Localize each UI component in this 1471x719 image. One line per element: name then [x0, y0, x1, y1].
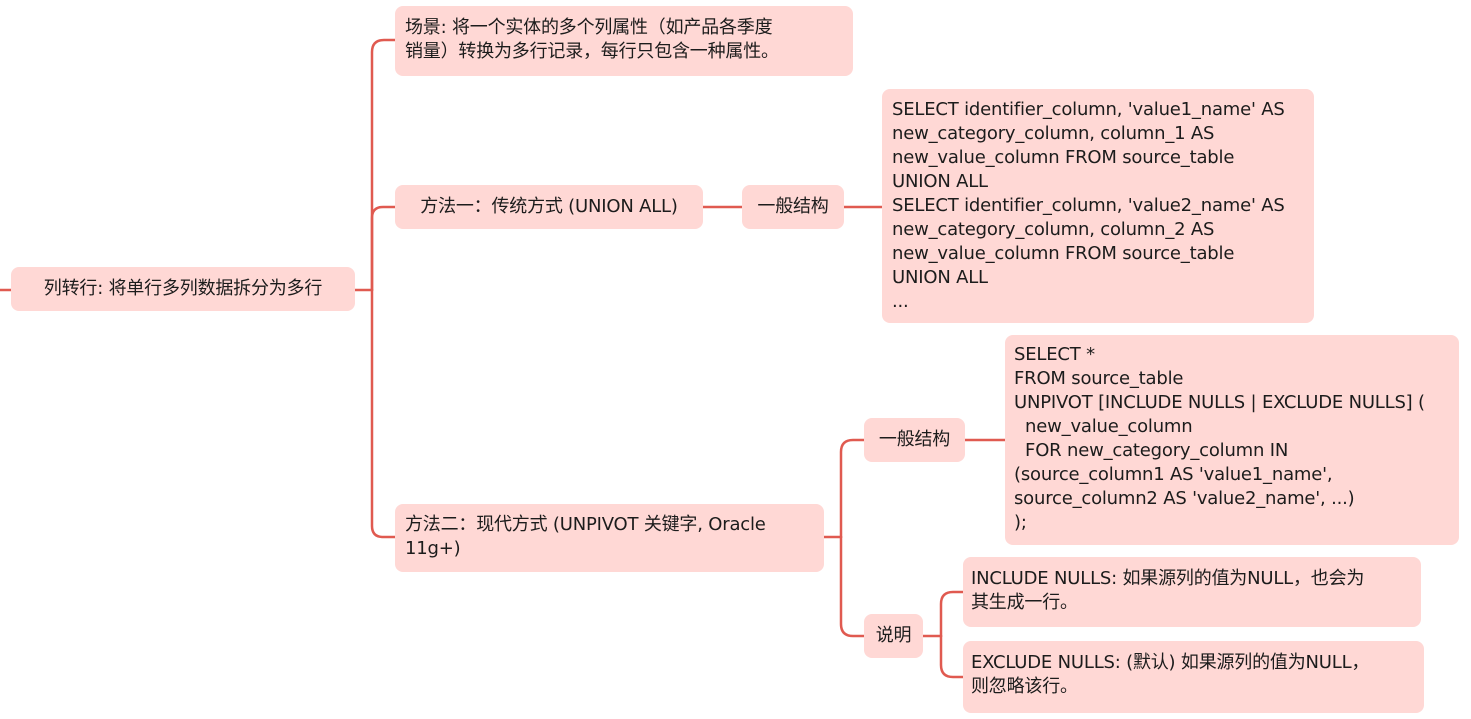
method2-structure-node[interactable]: 一般结构 — [864, 418, 965, 462]
note-include-nulls[interactable]: INCLUDE NULLS: 如果源列的值为NULL，也会为 其生成一行。 — [963, 557, 1421, 627]
connector-root-to-method2 — [370, 288, 397, 539]
connector-method2-to-notes — [839, 535, 866, 638]
connector-notes-to-include — [939, 590, 965, 638]
method1-node[interactable]: 方法一：传统方式 (UNION ALL) — [395, 185, 703, 229]
note-exclude-nulls[interactable]: EXCLUDE NULLS: (默认) 如果源列的值为NULL， 则忽略该行。 — [963, 641, 1424, 713]
connector-method2-to-structure — [839, 438, 866, 539]
scenario-node[interactable]: 场景: 将一个实体的多个列属性（如产品各季度 销量）转换为多行记录，每行只包含一… — [395, 6, 853, 76]
method1-code-node[interactable]: SELECT identifier_column, 'value1_name' … — [882, 89, 1314, 323]
notes-node[interactable]: 说明 — [864, 614, 923, 658]
method1-structure-node[interactable]: 一般结构 — [742, 185, 844, 229]
connector-root-to-method1 — [370, 205, 397, 292]
method2-node[interactable]: 方法二：现代方式 (UNPIVOT 关键字, Oracle 11g+) — [395, 504, 824, 572]
connector-notes-to-exclude — [939, 634, 965, 679]
method2-code-node[interactable]: SELECT * FROM source_table UNPIVOT [INCL… — [1005, 335, 1459, 545]
root-node[interactable]: 列转行: 将单行多列数据拆分为多行 — [11, 267, 355, 311]
connector-root-to-scenario — [370, 38, 397, 292]
